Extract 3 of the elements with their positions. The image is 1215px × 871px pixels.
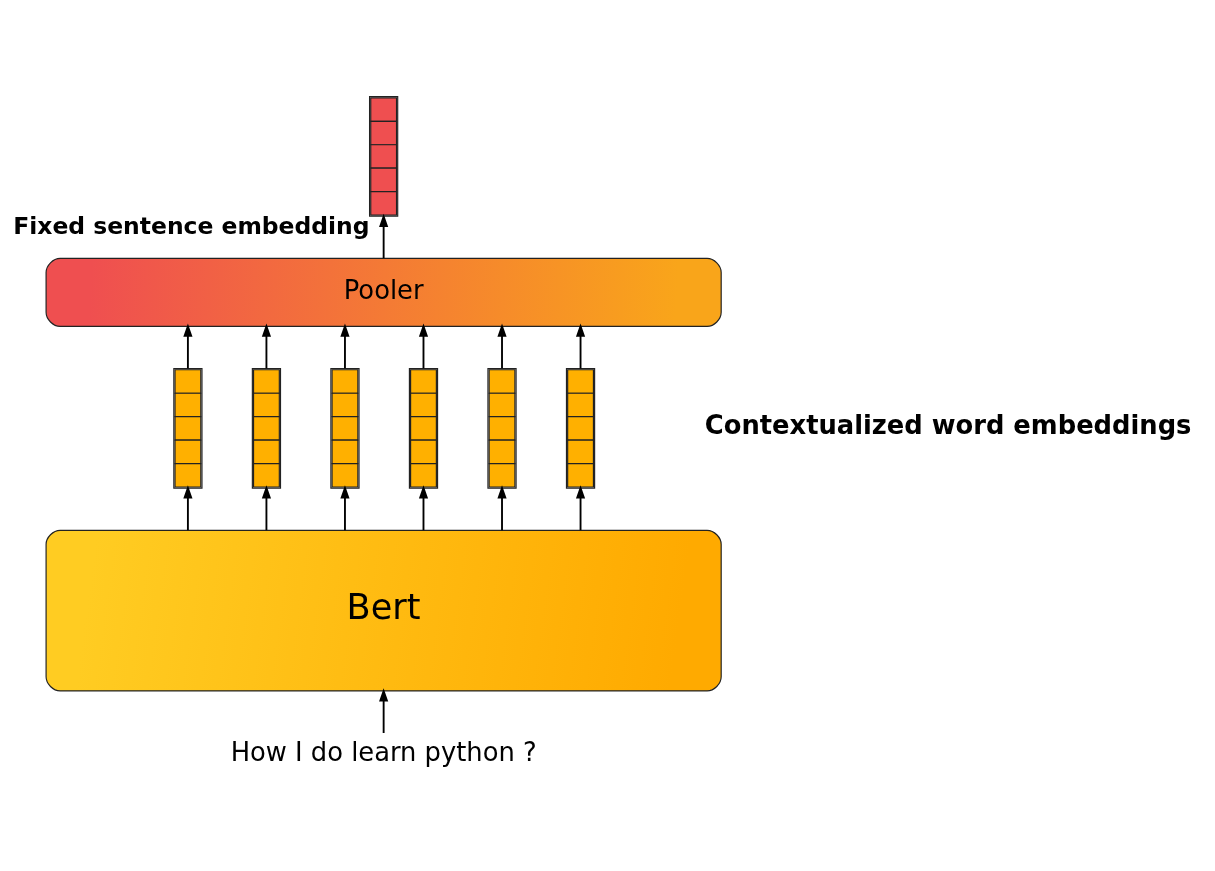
label: Contextualized word embeddings bbox=[704, 409, 1192, 440]
node-label: Fixed sentence embedding bbox=[13, 211, 370, 240]
node-text: How I do learn python ? bbox=[230, 736, 537, 767]
